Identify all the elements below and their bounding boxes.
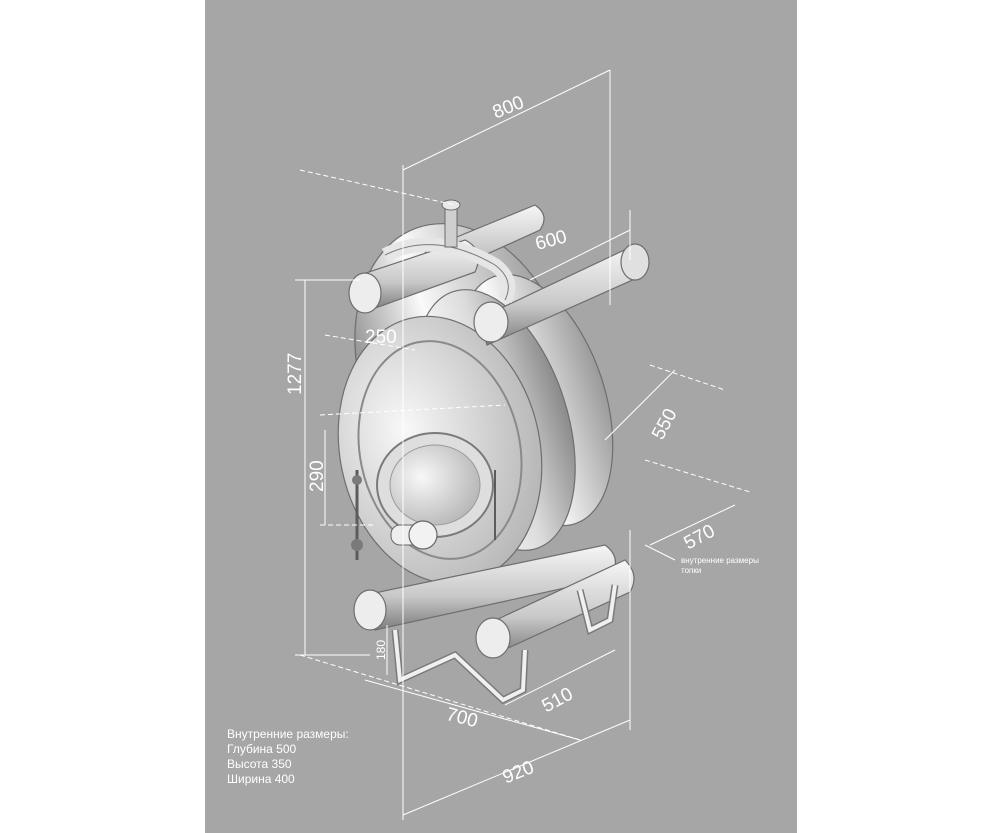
dim-180: 180 <box>374 640 388 660</box>
dim-1277: 1277 <box>285 353 306 395</box>
dim-290: 290 <box>307 460 328 492</box>
legend-title: Внутренние размеры: <box>227 727 349 741</box>
dim-800: 800 <box>490 92 527 123</box>
note-inner-dimensions: внутренние размеры <box>681 556 759 565</box>
dim-510: 510 <box>539 684 577 717</box>
dim-550: 550 <box>648 405 681 443</box>
drawing-canvas: 800 600 250 1277 550 290 570 180 510 700… <box>205 0 797 833</box>
legend-width: Ширина 400 <box>227 772 295 786</box>
legend-depth: Глубина 500 <box>227 742 297 756</box>
dim-570: 570 <box>681 521 719 554</box>
dim-700: 700 <box>444 704 480 732</box>
stove-diagram: 800 600 250 1277 550 290 570 180 510 700… <box>227 69 759 820</box>
legend-height: Высота 350 <box>227 757 292 771</box>
note-firebox: топки <box>681 566 701 575</box>
dimension-lines <box>295 69 751 820</box>
base-frame <box>353 544 635 705</box>
dim-250: 250 <box>365 327 397 348</box>
top-pipes <box>348 199 650 346</box>
